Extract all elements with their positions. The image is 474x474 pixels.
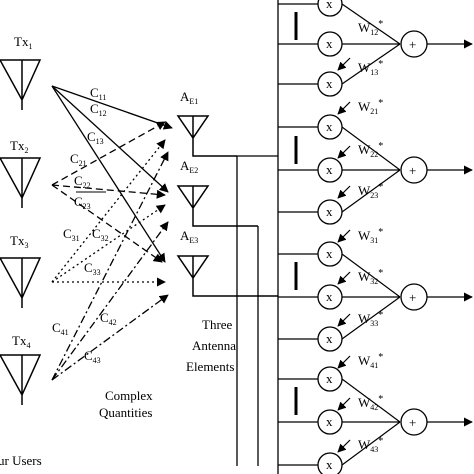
transmitter-tx4: Tx4 [0, 333, 42, 405]
svg-text:x: x [326, 289, 333, 304]
weight-label: W23* [358, 182, 383, 200]
elements-caption-line3: Elements [186, 359, 234, 374]
weight-label: W12* [358, 19, 383, 37]
element-ae3: AE3 [176, 228, 278, 297]
svg-text:+: + [409, 163, 416, 178]
svg-text:AE3: AE3 [180, 228, 198, 245]
weight-label: W33* [358, 310, 383, 328]
svg-text:+: + [409, 290, 416, 305]
svg-text:x: x [326, 246, 333, 261]
label-c42: C42 [100, 310, 117, 327]
antenna-icon [176, 115, 237, 157]
label-c32: C32 [92, 226, 109, 243]
weight-label: W41* [358, 352, 383, 370]
signal-bus [236, 0, 279, 474]
weight-label: W43* [358, 436, 383, 454]
label-c13: C13 [87, 129, 104, 146]
group-user1: x x x + W12* W13* [278, 0, 473, 97]
channel-paths [51, 85, 173, 381]
elements-caption-line2: Antenna [192, 338, 236, 353]
element-ae1: AE1 [176, 89, 237, 157]
label-c22: C22 [74, 173, 91, 190]
path-c13 [51, 85, 166, 263]
label-c11: C11 [90, 85, 106, 102]
label-c33: C33 [84, 260, 101, 277]
antenna-icon [176, 185, 258, 227]
path-c42 [51, 221, 169, 381]
weight-label: W31* [358, 227, 383, 245]
label-c12: C12 [90, 101, 107, 118]
svg-text:x: x [326, 371, 333, 386]
svg-text:Tx3: Tx3 [10, 233, 28, 250]
antenna-icon [0, 157, 42, 208]
transmitter-tx1: Tx1 [0, 34, 42, 110]
svg-text:x: x [326, 457, 333, 472]
weight-label: W22* [358, 141, 383, 159]
svg-text:x: x [326, 331, 333, 346]
antenna-icon [176, 255, 278, 297]
path-c23 [51, 184, 163, 263]
complex-caption-line2: Quantities [99, 405, 152, 420]
svg-text:x: x [326, 162, 333, 177]
transmitter-tx2: Tx2 [0, 138, 42, 208]
group-user2: x x x + W21* W22* W23* [278, 98, 473, 225]
channel-labels: C11 C12 C13 C21 C22 C23 C31 C32 C33 C41 … [52, 85, 117, 365]
svg-text:AE2: AE2 [180, 158, 198, 175]
label-c31: C31 [63, 226, 80, 243]
svg-text:x: x [326, 76, 333, 91]
path-c12 [51, 85, 169, 193]
weight-label: W42* [358, 394, 383, 412]
label-c43: C43 [84, 348, 101, 365]
svg-text:x: x [326, 414, 333, 429]
svg-text:x: x [326, 36, 333, 51]
elements-caption-line1: Three [202, 317, 233, 332]
antenna-icon [0, 59, 42, 110]
svg-text:x: x [326, 0, 333, 11]
label-c23: C23 [74, 194, 91, 211]
label-c21: C21 [70, 151, 87, 168]
svg-text:Tx4: Tx4 [12, 333, 30, 350]
svg-text:Tx2: Tx2 [10, 138, 28, 155]
label-c41: C41 [52, 320, 69, 337]
weight-label: W21* [358, 98, 383, 116]
path-c31 [51, 139, 166, 283]
group-user4: x x x + W41* W42* W43* [278, 352, 473, 474]
svg-text:AE1: AE1 [180, 89, 198, 106]
svg-text:Tx1: Tx1 [14, 34, 32, 51]
weight-label: W13* [358, 59, 383, 77]
path-c21 [51, 121, 166, 186]
path-c32 [51, 204, 166, 283]
antenna-icon [0, 354, 42, 405]
svg-text:x: x [326, 204, 333, 219]
weight-label: W32* [358, 268, 383, 286]
group-user3: x x x + W31* W32* W33* [278, 227, 473, 352]
path-c43 [51, 294, 169, 381]
path-c41 [51, 151, 169, 381]
svg-text:+: + [409, 415, 416, 430]
path-c22 [51, 184, 166, 199]
svg-text:+: + [409, 37, 416, 52]
path-c11 [51, 85, 173, 130]
complex-caption-line1: Complex [105, 388, 153, 403]
antenna-icon [0, 257, 42, 308]
element-ae2: AE2 [176, 158, 258, 227]
svg-text:x: x [326, 119, 333, 134]
transmitter-tx3: Tx3 [0, 233, 42, 308]
users-caption: ur Users [0, 453, 42, 468]
